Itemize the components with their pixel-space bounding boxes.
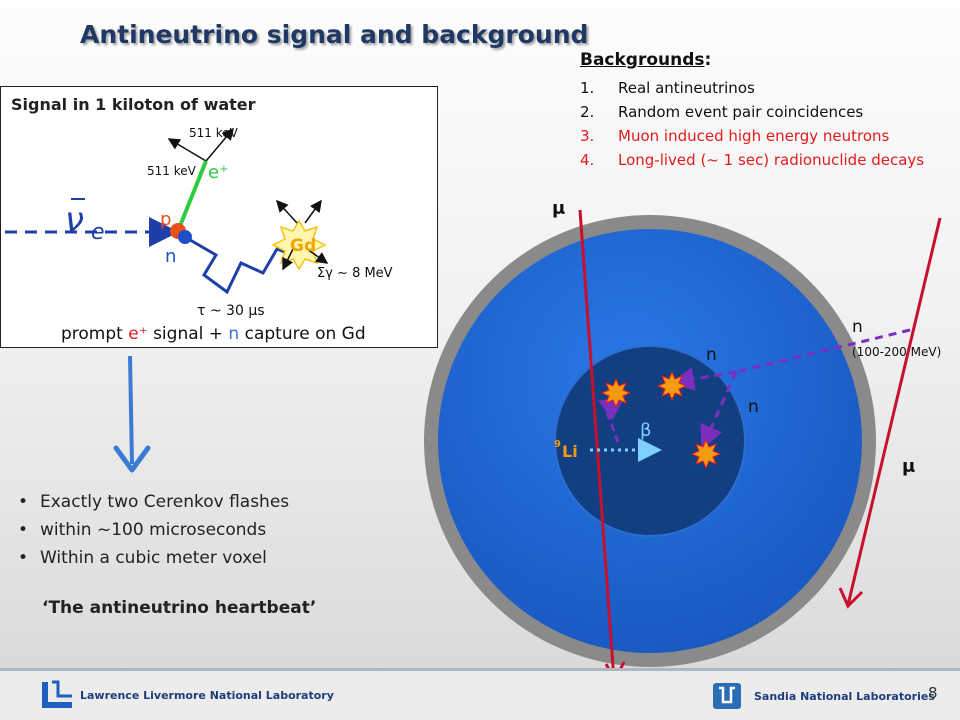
antineutrino-subscript: e [91, 220, 105, 245]
cerenkov-flash-icon [690, 438, 722, 470]
footer-bar [0, 671, 960, 720]
neutron-label: n [165, 246, 176, 267]
li-symbol-label: Li [562, 442, 578, 461]
backgrounds-heading: Backgrounds: [580, 50, 712, 70]
cerenkov-flash-icon [656, 370, 688, 402]
page-number: 8 [928, 684, 938, 702]
muon-track-2 [846, 217, 942, 606]
footer-divider [0, 668, 960, 671]
proton-label: p [160, 209, 171, 230]
snl-logo-icon [713, 683, 741, 709]
muon-track-1 [578, 209, 615, 668]
neutron-dot [178, 230, 192, 244]
positron-track [176, 160, 208, 232]
list-item: 4.Long-lived (~ 1 sec) radionuclide deca… [580, 151, 925, 169]
capture-time-label: τ ~ 30 μs [197, 303, 265, 319]
signal-caption: prompt e⁺ signal + n capture on Gd [61, 324, 366, 344]
signal-panel: Signal in 1 kiloton of water ν e [0, 86, 438, 348]
gamma-ray-line [167, 138, 207, 162]
antineutrino-symbol: ν [65, 200, 84, 240]
muon-label: μ [552, 198, 565, 219]
down-arrow-icon [113, 356, 151, 473]
beta-label: β [640, 420, 652, 441]
list-item: 3.Muon induced high energy neutrons [580, 127, 890, 145]
fast-neutron-label: n [852, 317, 863, 337]
inverse-beta-decay-diagram: ν e p n e⁺ 511 keV 511 keV Gd Σγ ~ 8 MeV… [5, 126, 393, 344]
li-mass-label: 9 [554, 439, 561, 450]
backgrounds-list: 1.Real antineutrinos 2.Random event pair… [580, 78, 940, 174]
signal-panel-title: Signal in 1 kiloton of water [11, 95, 256, 114]
llnl-name: Lawrence Livermore National Laboratory [80, 689, 334, 702]
list-item: •within ~100 microseconds [18, 520, 267, 540]
fast-neutron-track [735, 328, 911, 374]
gd-label: Gd [290, 236, 316, 256]
neutron-label: n [706, 345, 717, 365]
snl-name: Sandia National Laboratories [754, 690, 935, 703]
cerenkov-flash-icon [600, 377, 632, 409]
list-item: •Exactly two Cerenkov flashes [18, 492, 290, 512]
list-item: 1.Real antineutrinos [580, 79, 755, 97]
gamma-sum-label: Σγ ~ 8 MeV [317, 266, 393, 281]
muon-label: μ [902, 456, 915, 477]
list-item: •Within a cubic meter voxel [18, 548, 267, 568]
gamma-energy-label: 511 keV [147, 164, 197, 178]
heartbeat-criteria-list: •Exactly two Cerenkov flashes •within ~1… [18, 488, 289, 572]
llnl-logo-icon [42, 680, 72, 708]
positron-label: e⁺ [208, 162, 229, 183]
neutron-label: n [748, 397, 759, 417]
fast-neutron-energy-label: (100-200 MeV) [852, 345, 941, 359]
gamma-energy-label: 511 keV [189, 126, 239, 140]
list-item: 2.Random event pair coincidences [580, 103, 864, 121]
gamma-ray-line [205, 127, 234, 162]
heartbeat-tagline: ‘The antineutrino heartbeat’ [42, 598, 317, 618]
detector-diagram: μ μ n (100-200 MeV) n n β 9 Li [424, 198, 942, 668]
neutron-track [670, 367, 737, 391]
slide-title: Antineutrino signal and background [80, 20, 589, 49]
